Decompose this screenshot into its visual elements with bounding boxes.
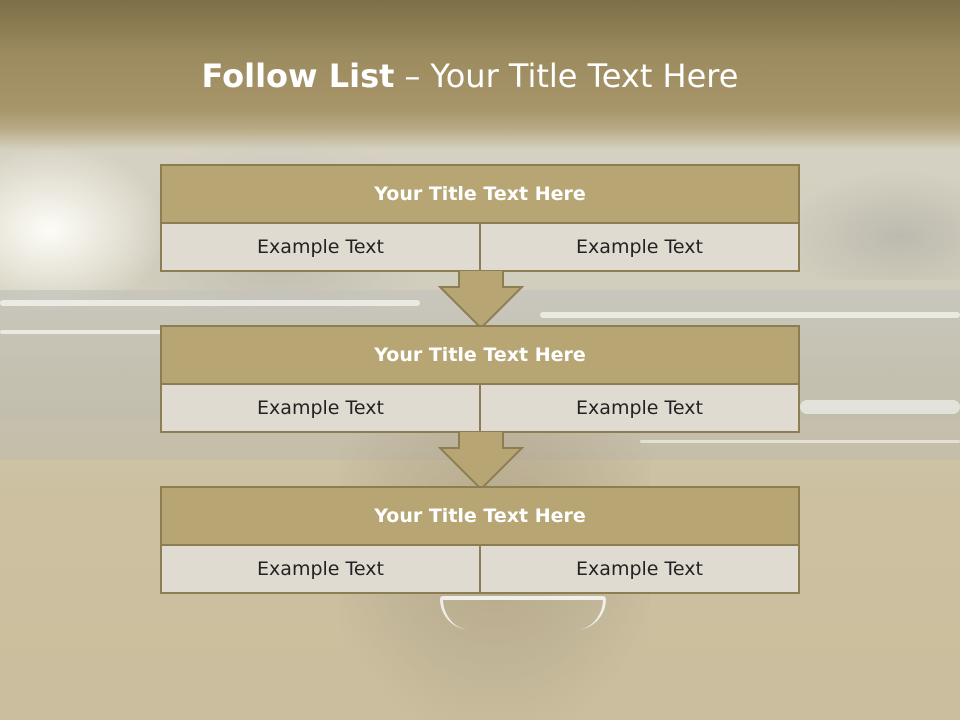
step-heading: Your Title Text Here [162, 488, 798, 546]
title-rest: Your Title Text Here [430, 57, 739, 95]
down-arrow-icon [438, 270, 524, 330]
title-bold: Follow List [201, 57, 395, 95]
step-row: Example Text Example Text [162, 546, 798, 592]
step-row: Example Text Example Text [162, 224, 798, 270]
down-arrow-icon [438, 431, 524, 491]
wave [0, 300, 420, 306]
background-shorts [440, 596, 606, 630]
step-box-1: Your Title Text Here Example Text Exampl… [160, 164, 800, 272]
step-box-3: Your Title Text Here Example Text Exampl… [160, 486, 800, 594]
step-cell-right: Example Text [479, 546, 798, 592]
step-cell-right: Example Text [479, 224, 798, 270]
wave [0, 330, 260, 334]
sun-glow [0, 150, 160, 310]
background-rock [780, 170, 960, 280]
wave [540, 312, 960, 318]
step-box-2: Your Title Text Here Example Text Exampl… [160, 325, 800, 433]
step-heading: Your Title Text Here [162, 166, 798, 224]
step-heading: Your Title Text Here [162, 327, 798, 385]
step-cell-right: Example Text [479, 385, 798, 431]
header-band [0, 0, 960, 150]
slide-title: Follow List–Your Title Text Here [0, 56, 940, 96]
step-cell-left: Example Text [162, 224, 479, 270]
step-row: Example Text Example Text [162, 385, 798, 431]
step-cell-left: Example Text [162, 385, 479, 431]
wave [640, 440, 960, 443]
step-cell-left: Example Text [162, 546, 479, 592]
wave [800, 400, 960, 414]
title-separator: – [404, 57, 421, 95]
